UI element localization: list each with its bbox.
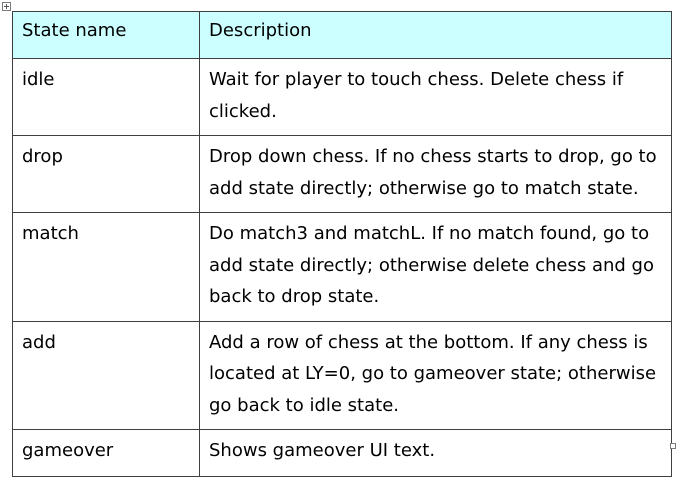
description-cell: Drop down chess. If no chess starts to d… [199, 135, 672, 213]
table-row: add Add a row of chess at the bottom. If… [12, 320, 672, 430]
table-move-icon[interactable] [2, 2, 11, 11]
state-table: State name Description idle Wait for pla… [12, 11, 672, 477]
table-row: idle Wait for player to touch chess. Del… [12, 58, 672, 136]
state-name-cell: add [12, 320, 200, 430]
header-state-name: State name [12, 11, 200, 59]
state-name-cell: gameover [12, 429, 200, 477]
table-row: drop Drop down chess. If no chess starts… [12, 135, 672, 213]
header-description: Description [199, 11, 672, 59]
table-header-row: State name Description [12, 11, 672, 59]
description-cell: Add a row of chess at the bottom. If any… [199, 320, 672, 430]
table-row: gameover Shows gameover UI text. [12, 429, 672, 477]
state-name-cell: drop [12, 135, 200, 213]
description-cell: Do match3 and matchL. If no match found,… [199, 212, 672, 322]
description-cell: Shows gameover UI text. [199, 429, 672, 477]
table-resize-icon[interactable] [670, 443, 676, 449]
state-name-cell: idle [12, 58, 200, 136]
description-cell: Wait for player to touch chess. Delete c… [199, 58, 672, 136]
table-row: match Do match3 and matchL. If no match … [12, 212, 672, 322]
state-name-cell: match [12, 212, 200, 322]
